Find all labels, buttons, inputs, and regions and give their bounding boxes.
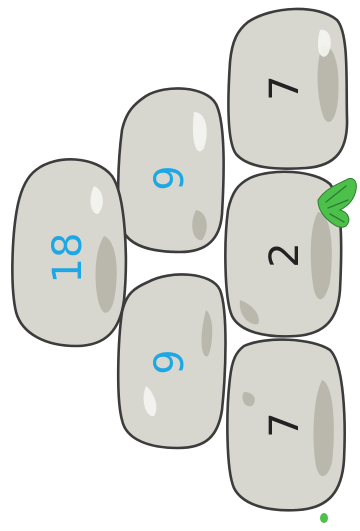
stone-middle-lower: 9 [118, 274, 225, 448]
stone-middle-upper: 9 [118, 88, 223, 252]
stone-number-bottom-middle: 2 [262, 242, 308, 267]
stone-number-middle-upper: 9 [147, 165, 193, 190]
stone-number-top: 18 [45, 233, 91, 284]
stone-number-bottom-lower: 7 [262, 412, 308, 437]
stone-number-bottom-upper: 7 [262, 75, 308, 100]
stone-bottom-upper: 7 [228, 9, 347, 169]
stone-top: 18 [12, 159, 125, 346]
stone-number-middle-lower: 9 [147, 349, 193, 374]
pebble-icon [320, 513, 328, 523]
stone-bottom-lower: 7 [227, 340, 344, 511]
